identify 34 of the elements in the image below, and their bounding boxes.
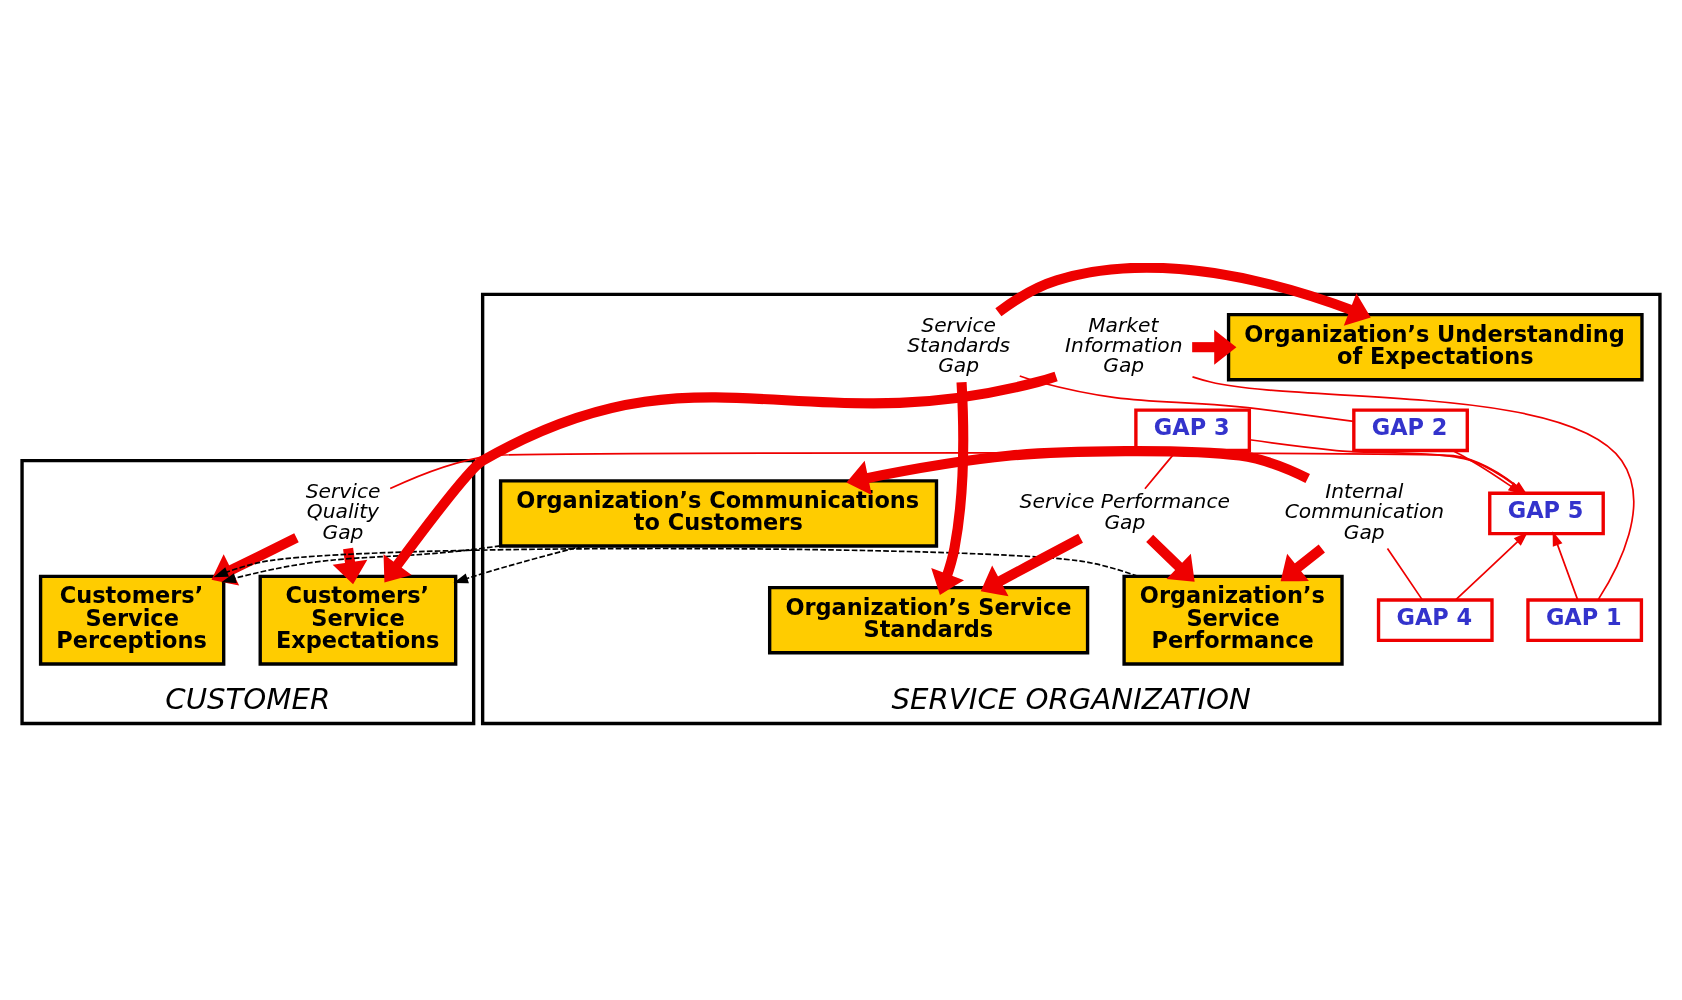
arrow [995,263,1371,326]
node-box: GAP 5 [1488,491,1605,536]
node-box: Organization’s Service Performance [1122,574,1344,666]
connector [1018,375,1355,423]
node-text: Service Standards Gap [907,312,1011,378]
node-box: GAP 3 [1134,408,1252,453]
arrow [931,382,969,595]
arrow [1146,534,1195,582]
arrow [453,545,584,584]
node-text: Market Information Gap [1065,312,1183,378]
node-text: Internal Communication Gap [1284,479,1445,544]
arrow [846,446,1310,496]
node-box: GAP 4 [1376,598,1494,643]
arrow [980,533,1083,597]
node-box: Organization’s Service Standards [768,585,1090,655]
node-box: GAP 1 [1526,598,1644,643]
arrow [211,533,299,586]
arrow [213,547,1139,578]
arrow [1455,532,1528,601]
connector [1191,376,1635,601]
node-text: Service Quality Gap [305,479,381,544]
arrow [221,545,502,584]
node-box: Organization’s Communications to Customers [498,479,939,548]
node-box: Customers’ Service Perceptions [38,574,226,666]
node-box: GAP 2 [1352,408,1469,453]
node-text: Service Performance Gap [1019,489,1230,534]
node-box: Organization’s Understanding of Expectations [1226,312,1644,382]
arrow [332,547,368,585]
arrow [1280,544,1325,582]
arrow [1552,531,1579,601]
connector [1386,547,1424,601]
arrow [1192,329,1237,365]
arrow [383,371,1058,583]
node-box: Customers’ Service Expectations [258,574,458,666]
